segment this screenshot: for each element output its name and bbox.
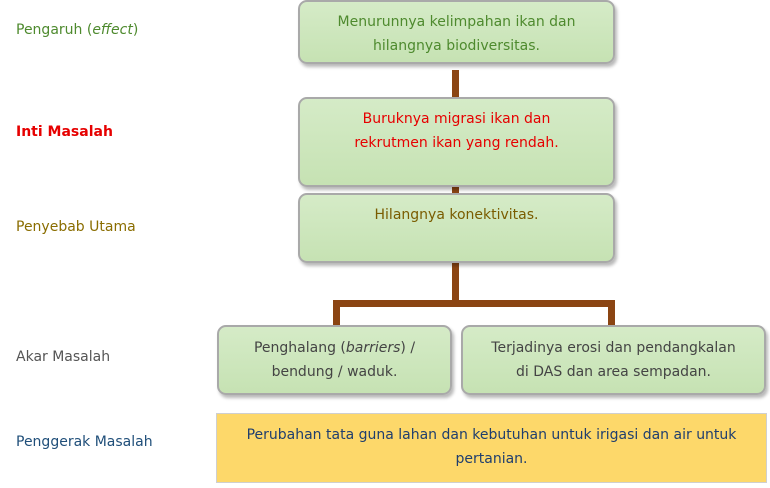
root-right-line2: di DAS dan area sempadan. (516, 364, 711, 380)
root-right-line1: Terjadinya erosi dan pendangkalan (491, 340, 736, 356)
root-left-italic: barriers (345, 340, 401, 356)
driver-box: Perubahan tata guna lahan dan kebutuhan … (216, 413, 767, 483)
root-left-prefix: Penghalang ( (253, 340, 346, 356)
driver-box-line2: untuk pertanian. (455, 427, 737, 467)
root-left-line1: Penghalang (barriers) / (254, 336, 415, 360)
label-core-problem: Inti Masalah (16, 124, 113, 140)
connector-branch-right (608, 300, 615, 328)
effect-box-line1: Menurunnya kelimpahan ikan dan (337, 14, 576, 30)
connector-cause-branch (452, 262, 459, 306)
main-cause-box-line1: Hilangnya konektivitas. (374, 207, 539, 223)
root-left-suffix: ) / (400, 340, 416, 356)
core-problem-box: Buruknya migrasi ikan dan rekrutmen ikan… (298, 97, 615, 187)
main-cause-box: Hilangnya konektivitas. (298, 193, 615, 263)
connector-horizontal-branch (333, 300, 615, 307)
root-left-line2: bendung / waduk. (271, 364, 398, 380)
label-driver: Penggerak Masalah (16, 434, 153, 450)
core-box-line1: Buruknya migrasi ikan dan (362, 111, 551, 127)
driver-box-line1: Perubahan tata guna lahan dan kebutuhan … (246, 427, 692, 443)
connector-branch-left (333, 300, 340, 328)
effect-box-line2: hilangnya biodiversitas. (373, 38, 540, 54)
label-effect-italic: effect (92, 22, 133, 38)
label-effect-suffix: ) (132, 22, 139, 38)
label-main-cause: Penyebab Utama (16, 219, 136, 235)
effect-box: Menurunnya kelimpahan ikan dan hilangnya… (298, 0, 615, 64)
label-effect-prefix: Pengaruh ( (16, 22, 93, 38)
root-right-box: Terjadinya erosi dan pendangkalan di DAS… (461, 325, 766, 395)
root-left-box: Penghalang (barriers) / bendung / waduk. (217, 325, 452, 395)
label-root-problem: Akar Masalah (16, 349, 111, 365)
connector-effect-core (452, 70, 459, 100)
core-box-line2: rekrutmen ikan yang rendah. (354, 135, 559, 151)
label-effect: Pengaruh (effect) (16, 21, 138, 39)
